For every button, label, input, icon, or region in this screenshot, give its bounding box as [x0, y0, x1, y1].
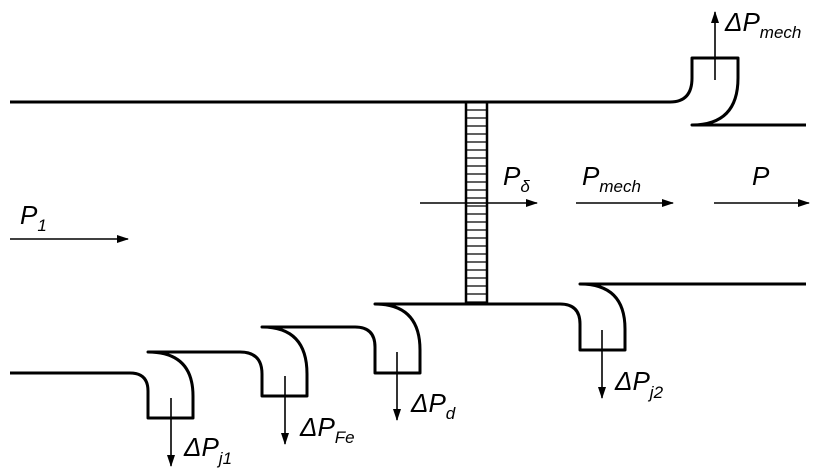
label-dp-mech: ΔPmech [724, 7, 801, 42]
label-dp-j2: ΔPj2 [614, 366, 664, 402]
label-dp-d: ΔPd [410, 388, 456, 423]
label-pdelta: Pδ [503, 161, 530, 196]
label-p: P [752, 161, 770, 191]
label-pmech: Pmech [582, 161, 641, 196]
top-boundary-line [10, 56, 806, 127]
label-dp-fe: ΔPFe [299, 412, 355, 447]
bottom-boundary-line [10, 282, 806, 420]
label-dp-j1: ΔPj1 [183, 432, 232, 468]
label-p1: P1 [20, 200, 47, 235]
